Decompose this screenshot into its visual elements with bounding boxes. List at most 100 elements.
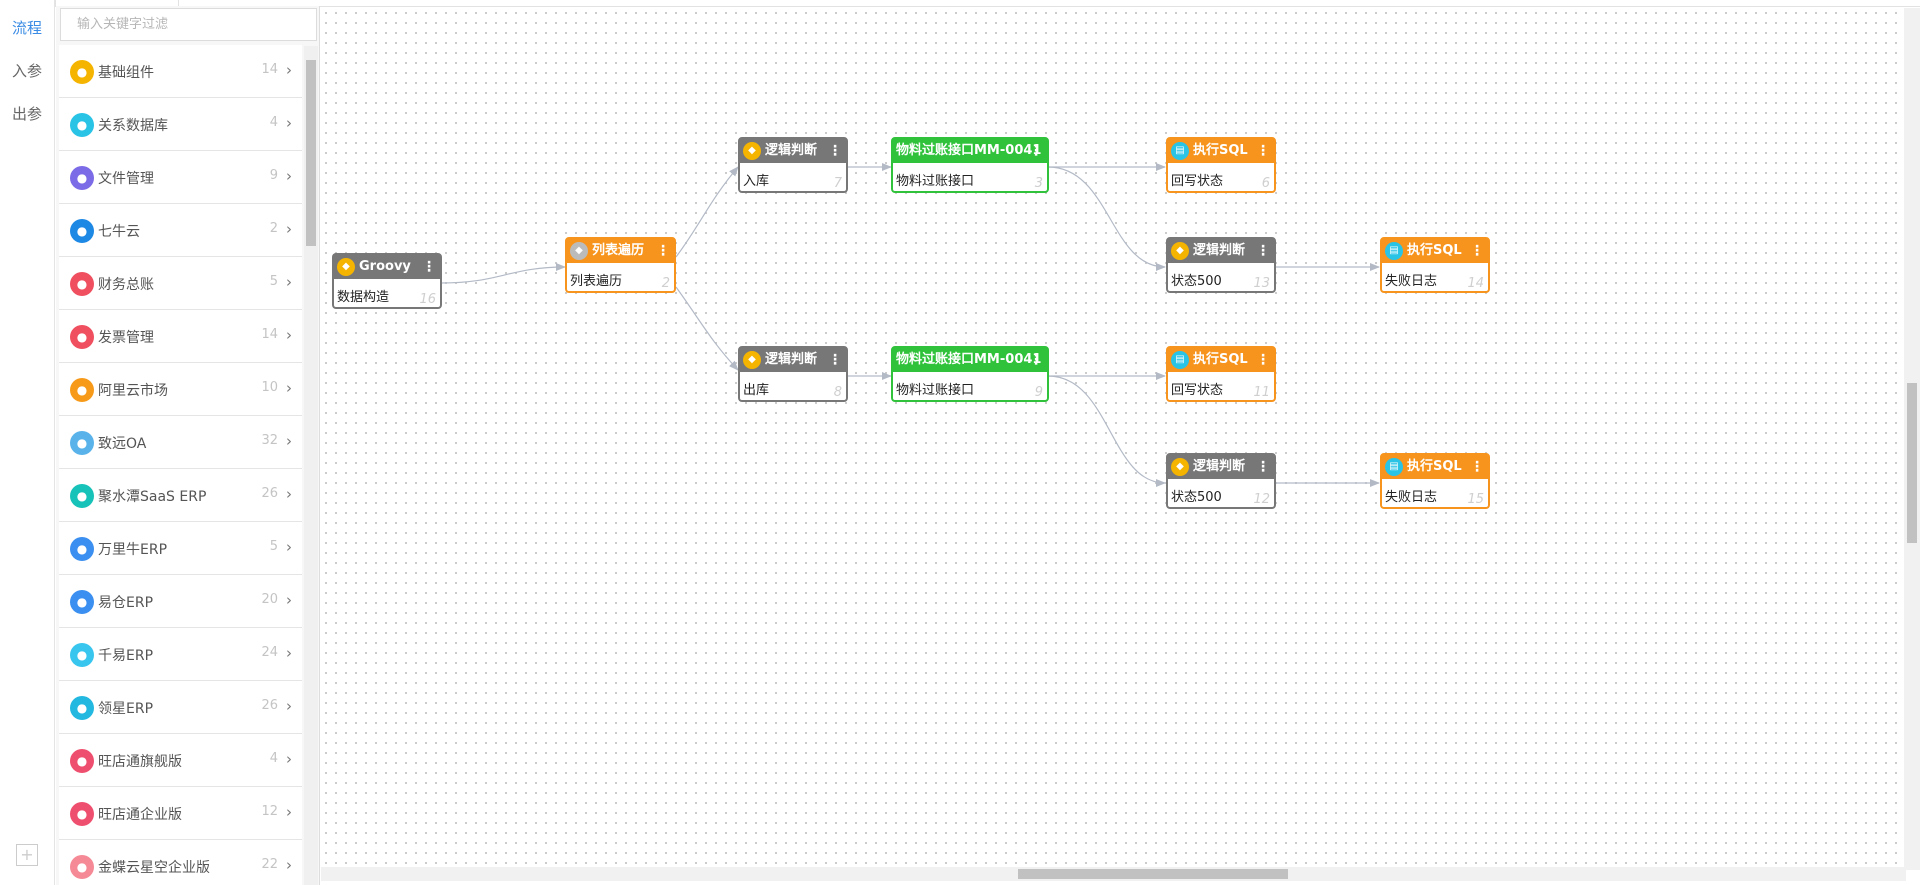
node-menu-icon[interactable]: ⋮ xyxy=(1470,459,1484,475)
add-tab-button[interactable]: + xyxy=(16,844,38,866)
canvas-horizontal-scrollbar[interactable] xyxy=(321,867,1906,881)
node-menu-icon[interactable]: ⋮ xyxy=(1256,243,1270,259)
node-number: 14 xyxy=(1467,276,1484,291)
qiniu-icon: ● xyxy=(70,219,94,243)
tab-output-params[interactable]: 出参 xyxy=(11,105,42,123)
node-menu-icon[interactable]: ⋮ xyxy=(422,259,436,275)
component-count: 2 xyxy=(269,221,278,236)
chevron-right-icon: › xyxy=(286,803,292,821)
node-title: 执行SQL xyxy=(1407,459,1462,474)
layers-icon: ◆ xyxy=(743,142,761,160)
node-menu-icon[interactable]: ⋮ xyxy=(656,243,670,259)
flow-node-logic-outbound[interactable]: ◆逻辑判断⋮ 出库 8 xyxy=(738,346,848,402)
node-title: Groovy xyxy=(359,259,411,274)
tab-flow[interactable]: 流程 xyxy=(11,19,42,37)
node-label: 失败日志 xyxy=(1385,274,1438,289)
node-label: 出库 xyxy=(743,383,770,398)
component-count: 10 xyxy=(261,380,278,395)
flow-node-logic-12[interactable]: ◆逻辑判断⋮ 状态500 12 xyxy=(1166,453,1276,509)
node-label: 回写状态 xyxy=(1171,383,1224,398)
node-title: 执行SQL xyxy=(1193,352,1248,367)
component-count: 24 xyxy=(261,645,278,660)
component-name: 聚水潭SaaS ERP xyxy=(98,489,207,505)
component-count: 26 xyxy=(261,486,278,501)
node-number: 2 xyxy=(661,276,670,291)
node-menu-icon[interactable]: ⋮ xyxy=(1470,243,1484,259)
flow-node-logic-13[interactable]: ◆逻辑判断⋮ 状态500 13 xyxy=(1166,237,1276,293)
flow-node-material-api-9[interactable]: 物料过账接口MM-0041⋮ 物料过账接口 9 xyxy=(891,346,1049,402)
node-menu-icon[interactable]: ⋮ xyxy=(1256,352,1270,368)
node-menu-icon[interactable]: ⋮ xyxy=(828,352,842,368)
flow-node-groovy[interactable]: ◆Groovy⋮ 数据构造 16 xyxy=(332,253,442,309)
layers-icon: ◆ xyxy=(743,351,761,369)
flow-node-material-api-3[interactable]: 物料过账接口MM-0041⋮ 物料过账接口 3 xyxy=(891,137,1049,193)
node-number: 11 xyxy=(1253,385,1270,400)
node-number: 15 xyxy=(1467,492,1484,507)
node-label: 物料过账接口 xyxy=(896,174,975,189)
flow-node-logic-inbound[interactable]: ◆逻辑判断⋮ 入库 7 xyxy=(738,137,848,193)
component-name: 发票管理 xyxy=(98,330,154,346)
component-name: 七牛云 xyxy=(98,224,140,240)
node-number: 9 xyxy=(1034,385,1043,400)
node-title: 执行SQL xyxy=(1193,143,1248,158)
component-count: 4 xyxy=(269,751,278,766)
wallet-icon: ● xyxy=(70,272,94,296)
scroll-thumb[interactable] xyxy=(1018,869,1288,879)
scroll-thumb[interactable] xyxy=(1907,383,1917,543)
component-name: 关系数据库 xyxy=(98,118,168,134)
component-name: 财务总账 xyxy=(98,277,154,293)
filter-input[interactable] xyxy=(60,8,317,41)
wanliniu-icon: ● xyxy=(70,537,94,561)
tab-stub[interactable] xyxy=(55,0,179,6)
chevron-right-icon: › xyxy=(286,697,292,715)
chevron-right-icon: › xyxy=(286,750,292,768)
flow-node-sql-6[interactable]: ▤执行SQL⋮ 回写状态 6 xyxy=(1166,137,1276,193)
node-menu-icon[interactable]: ⋮ xyxy=(828,143,842,159)
component-count: 14 xyxy=(261,327,278,342)
component-name: 阿里云市场 xyxy=(98,383,168,399)
node-title: 执行SQL xyxy=(1407,243,1462,258)
component-name: 千易ERP xyxy=(98,648,154,664)
component-list-scrollbar[interactable] xyxy=(304,46,318,885)
flow-node-list-loop[interactable]: ◆列表遍历⋮ 列表遍历 2 xyxy=(565,237,676,293)
chevron-right-icon: › xyxy=(286,326,292,344)
flow-node-sql-15[interactable]: ▤执行SQL⋮ 失败日志 15 xyxy=(1380,453,1490,509)
component-count: 20 xyxy=(261,592,278,607)
loop-icon: ◆ xyxy=(570,242,588,260)
tab-stub[interactable] xyxy=(0,0,56,6)
node-number: 6 xyxy=(1261,176,1270,191)
flow-node-sql-11[interactable]: ▤执行SQL⋮ 回写状态 11 xyxy=(1166,346,1276,402)
node-menu-icon[interactable]: ⋮ xyxy=(1029,352,1043,368)
lingxing-icon: ● xyxy=(70,696,94,720)
node-number: 8 xyxy=(833,385,842,400)
node-menu-icon[interactable]: ⋮ xyxy=(1256,143,1270,159)
node-title: 物料过账接口MM-0041 xyxy=(896,143,1042,158)
flow-node-sql-14[interactable]: ▤执行SQL⋮ 失败日志 14 xyxy=(1380,237,1490,293)
scroll-thumb[interactable] xyxy=(306,60,316,246)
chevron-right-icon: › xyxy=(286,61,292,79)
node-menu-icon[interactable]: ⋮ xyxy=(1256,459,1270,475)
canvas-vertical-scrollbar[interactable] xyxy=(1904,8,1920,870)
node-menu-icon[interactable]: ⋮ xyxy=(1029,143,1043,159)
chevron-right-icon: › xyxy=(286,273,292,291)
aliyun-icon: ● xyxy=(70,378,94,402)
flow-canvas[interactable] xyxy=(321,8,1906,870)
tab-input-params[interactable]: 入参 xyxy=(11,62,42,80)
